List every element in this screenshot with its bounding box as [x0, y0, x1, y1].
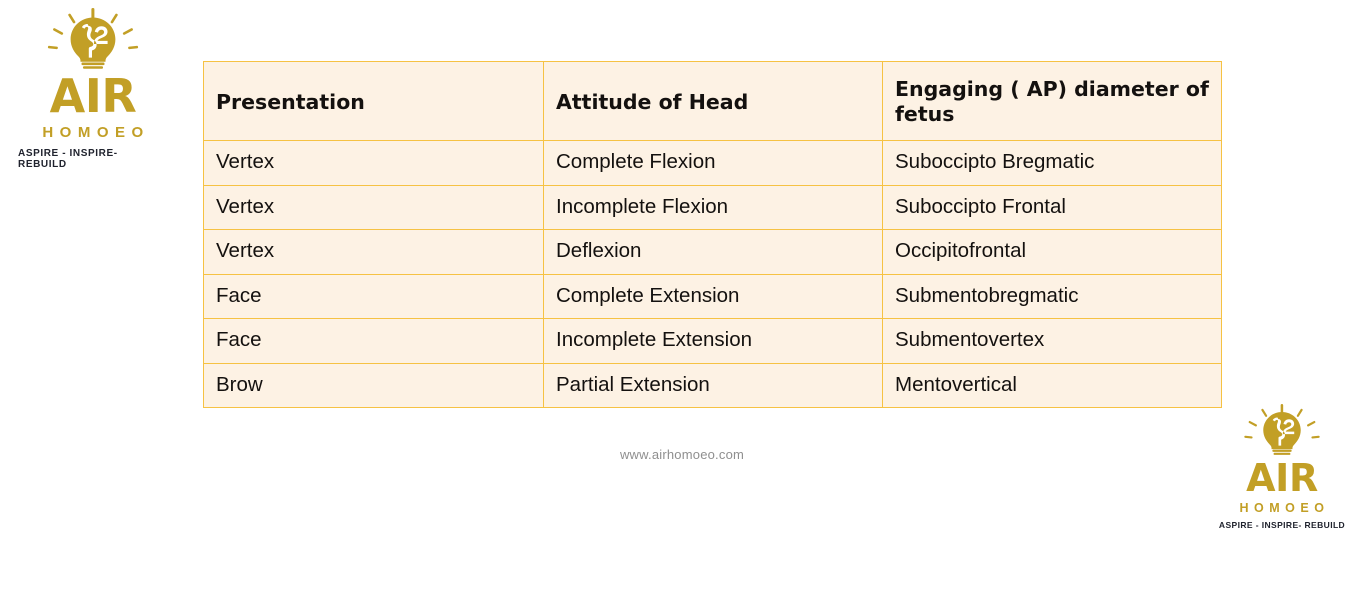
- brand-tagline: ASPIRE - INSPIRE- REBUILD: [18, 148, 118, 170]
- column-header-diameter: Engaging ( AP) diameter of fetus: [882, 61, 1222, 141]
- cell-attitude: Partial Extension: [543, 362, 883, 408]
- cell-diameter: Suboccipto Frontal: [882, 184, 1222, 230]
- table-row: Face Complete Extension Submentobregmati…: [203, 273, 1222, 319]
- brand-name: AIR: [1246, 456, 1318, 500]
- cell-diameter: Mentovertical: [882, 362, 1222, 408]
- cell-presentation: Vertex: [203, 229, 544, 275]
- table-header-row: Presentation Attitude of Head Engaging (…: [203, 61, 1222, 141]
- brand-subtitle: HOMOEO: [1239, 501, 1330, 515]
- lightbulb-head-icon: [44, 8, 142, 75]
- column-header-presentation: Presentation: [203, 61, 544, 141]
- brand-logo-bottom-right: AIR HOMOEO ASPIRE - INSPIRE- REBUILD: [1218, 404, 1346, 530]
- cell-attitude: Deflexion: [543, 229, 883, 275]
- cell-presentation: Brow: [203, 362, 544, 408]
- column-header-attitude: Attitude of Head: [543, 61, 883, 141]
- cell-diameter: Occipitofrontal: [882, 229, 1222, 275]
- cell-attitude: Incomplete Flexion: [543, 184, 883, 230]
- website-watermark: www.airhomoeo.com: [619, 447, 745, 462]
- cell-presentation: Face: [203, 318, 544, 364]
- cell-presentation: Face: [203, 273, 544, 319]
- lightbulb-head-icon: [1241, 404, 1323, 461]
- cell-presentation: Vertex: [203, 184, 544, 230]
- table-row: Brow Partial Extension Mentovertical: [203, 362, 1222, 408]
- brand-name: AIR: [49, 69, 137, 123]
- brand-subtitle: HOMOEO: [42, 124, 150, 141]
- cell-diameter: Suboccipto Bregmatic: [882, 140, 1222, 186]
- brand-tagline: ASPIRE - INSPIRE- REBUILD: [1218, 520, 1346, 530]
- cell-diameter: Submentobregmatic: [882, 273, 1222, 319]
- cell-diameter: Submentovertex: [882, 318, 1222, 364]
- table-row: Face Incomplete Extension Submentovertex: [203, 318, 1222, 364]
- cell-attitude: Complete Flexion: [543, 140, 883, 186]
- table-row: Vertex Incomplete Flexion Suboccipto Fro…: [203, 184, 1222, 230]
- fetal-presentation-table: Presentation Attitude of Head Engaging (…: [203, 61, 1222, 408]
- table-row: Vertex Deflexion Occipitofrontal: [203, 229, 1222, 275]
- table-row: Vertex Complete Flexion Suboccipto Bregm…: [203, 140, 1222, 186]
- cell-attitude: Incomplete Extension: [543, 318, 883, 364]
- cell-presentation: Vertex: [203, 140, 544, 186]
- cell-attitude: Complete Extension: [543, 273, 883, 319]
- brand-logo-top-left: AIR HOMOEO ASPIRE - INSPIRE- REBUILD: [18, 8, 168, 170]
